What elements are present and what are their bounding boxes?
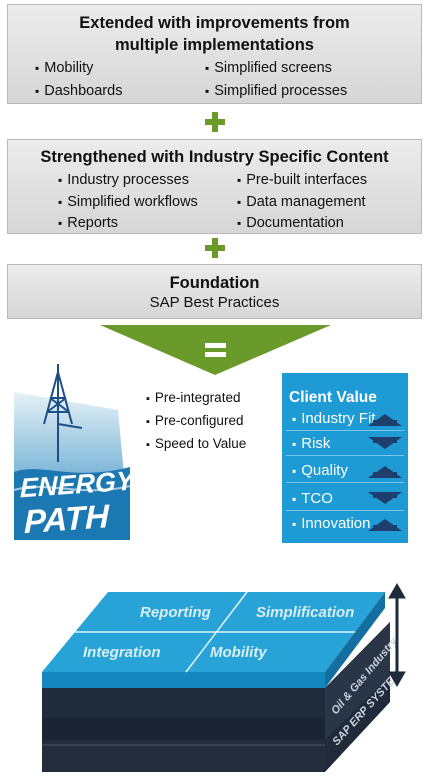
tile-reporting: Reporting [140, 604, 211, 621]
content-item: Simplified workflows [58, 194, 198, 211]
plus-icon [204, 237, 226, 259]
energy-path-logo: ENERGY PATH [13, 364, 132, 541]
client-value-row: TCO [286, 489, 404, 511]
industry-content-title: Strengthened with Industry Specific Cont… [40, 148, 389, 166]
client-value-panel: Client Value Industry Fit Risk Quality T… [282, 373, 408, 543]
foundation-box: Foundation SAP Best Practices [7, 264, 422, 319]
content-item: Industry processes [58, 172, 189, 189]
client-value-label: Risk [292, 435, 330, 452]
client-value-title: Client Value [289, 389, 377, 406]
client-value-label: Quality [292, 462, 348, 479]
industry-content-box: Strengthened with Industry Specific Cont… [7, 139, 422, 234]
content-item: Documentation [237, 215, 344, 232]
tile-integration: Integration [83, 644, 161, 661]
improvements-title-line1: Extended with improvements from [79, 14, 350, 32]
tile-mobility: Mobility [210, 644, 267, 661]
platform-stack: Reporting Simplification Integration Mob… [42, 582, 406, 772]
improvement-item: Simplified screens [205, 60, 332, 77]
arrow-down-icon [368, 492, 402, 504]
arrow-up-icon [368, 466, 402, 478]
feature-item: Pre-configured [146, 413, 244, 428]
improvements-title-line2: multiple implementations [115, 36, 314, 54]
arrow-down-icon [368, 437, 402, 449]
improvement-item: Mobility [35, 60, 93, 77]
industry-layer [42, 622, 390, 740]
client-value-row: Risk [286, 434, 404, 456]
plus-icon [204, 111, 226, 133]
content-item: Data management [237, 194, 365, 211]
content-item: Pre-built interfaces [237, 172, 367, 189]
foundation-subtitle: SAP Best Practices [149, 294, 280, 311]
feature-item: Pre-integrated [146, 390, 241, 405]
client-value-label: Innovation [292, 515, 370, 532]
funnel-arrow [100, 325, 331, 375]
client-value-row: Industry Fit [286, 409, 404, 431]
tile-simplification: Simplification [256, 604, 354, 621]
feature-item: Speed to Value [146, 436, 246, 451]
content-item: Reports [58, 215, 118, 232]
client-value-label: Industry Fit [292, 410, 375, 427]
solution-layer [42, 591, 385, 688]
equals-icon-bottom [205, 352, 226, 357]
double-arrow-icon [388, 582, 406, 688]
improvements-box: Extended with improvements from multiple… [7, 4, 422, 104]
equals-icon-top [205, 343, 226, 348]
oil-derrick-icon [43, 364, 83, 462]
client-value-row: Innovation [286, 514, 404, 535]
arrow-up-icon [368, 414, 402, 426]
client-value-label: TCO [292, 490, 333, 507]
improvement-item: Dashboards [35, 83, 122, 100]
arrow-up-icon [368, 519, 402, 531]
client-value-row: Quality [286, 461, 404, 483]
foundation-title: Foundation [169, 274, 260, 292]
logo-line2: PATH [24, 498, 110, 541]
improvement-item: Simplified processes [205, 83, 347, 100]
